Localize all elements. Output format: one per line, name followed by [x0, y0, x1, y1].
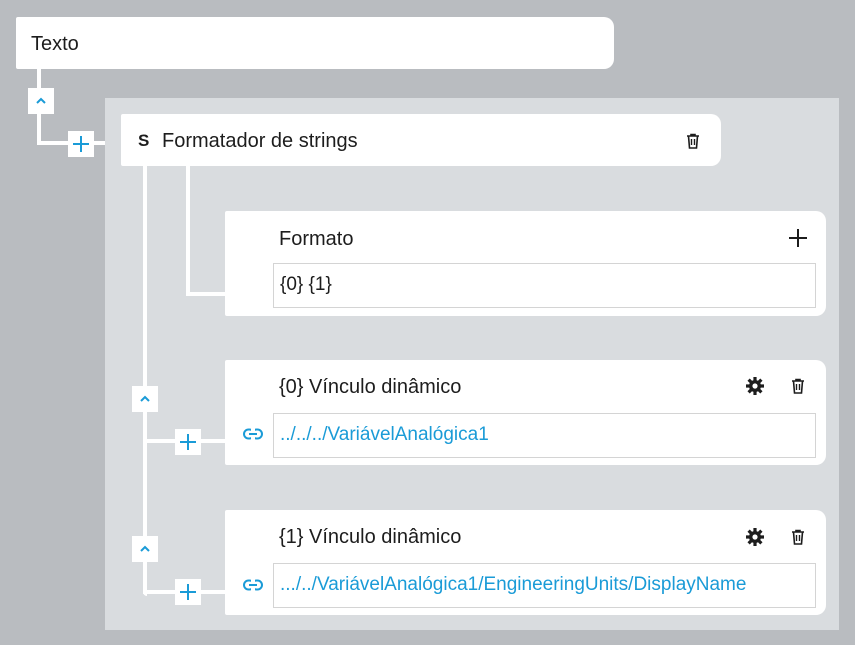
chevron-up-icon [140, 545, 150, 552]
add-format-button[interactable] [787, 227, 809, 249]
collapse-button[interactable] [28, 88, 54, 114]
chevron-up-icon [140, 395, 150, 402]
formatter-header[interactable]: S Formatador de strings [121, 114, 721, 166]
link-icon [243, 579, 263, 591]
formatter-title: Formatador de strings [162, 130, 358, 152]
binding-path-input[interactable]: .../../VariávelAnalógica1/EngineeringUni… [273, 563, 816, 608]
format-card: Formato {0} {1} [225, 211, 826, 316]
format-label: Formato [279, 228, 354, 250]
plus-icon [180, 584, 196, 600]
formatter-badge: S [138, 131, 150, 150]
settings-button[interactable] [744, 526, 766, 548]
binding-path-input[interactable]: ../../../VariávelAnalógica1 [273, 413, 816, 458]
binding-label: {1} Vínculo dinâmico [279, 526, 462, 548]
plus-icon [73, 136, 89, 152]
add-button[interactable] [68, 131, 94, 157]
format-input[interactable]: {0} {1} [273, 263, 816, 308]
link-icon-wrap [242, 577, 264, 593]
texto-card[interactable]: Texto [16, 17, 614, 69]
collapse-button[interactable] [132, 386, 158, 412]
connector-line [143, 166, 147, 596]
trash-icon [792, 529, 804, 545]
delete-button[interactable] [788, 376, 808, 396]
trash-icon [792, 378, 804, 394]
trash-icon [687, 133, 699, 149]
chevron-up-icon [36, 97, 46, 104]
add-button[interactable] [175, 429, 201, 455]
plus-icon [789, 229, 807, 247]
link-icon-wrap [242, 426, 264, 442]
delete-button[interactable] [683, 131, 703, 151]
link-icon [243, 428, 263, 440]
add-button[interactable] [175, 579, 201, 605]
delete-button[interactable] [788, 527, 808, 547]
collapse-button[interactable] [132, 536, 158, 562]
texto-title: Texto [31, 33, 79, 55]
gear-icon [746, 377, 764, 395]
binding-label: {0} Vínculo dinâmico [279, 376, 462, 398]
binding-card: {0} Vínculo dinâmico ../../../VariávelAn… [225, 360, 826, 465]
plus-icon [180, 434, 196, 450]
gear-icon [746, 528, 764, 546]
settings-button[interactable] [744, 375, 766, 397]
connector-line [186, 166, 190, 296]
binding-card: {1} Vínculo dinâmico .../../VariávelAnal… [225, 510, 826, 615]
